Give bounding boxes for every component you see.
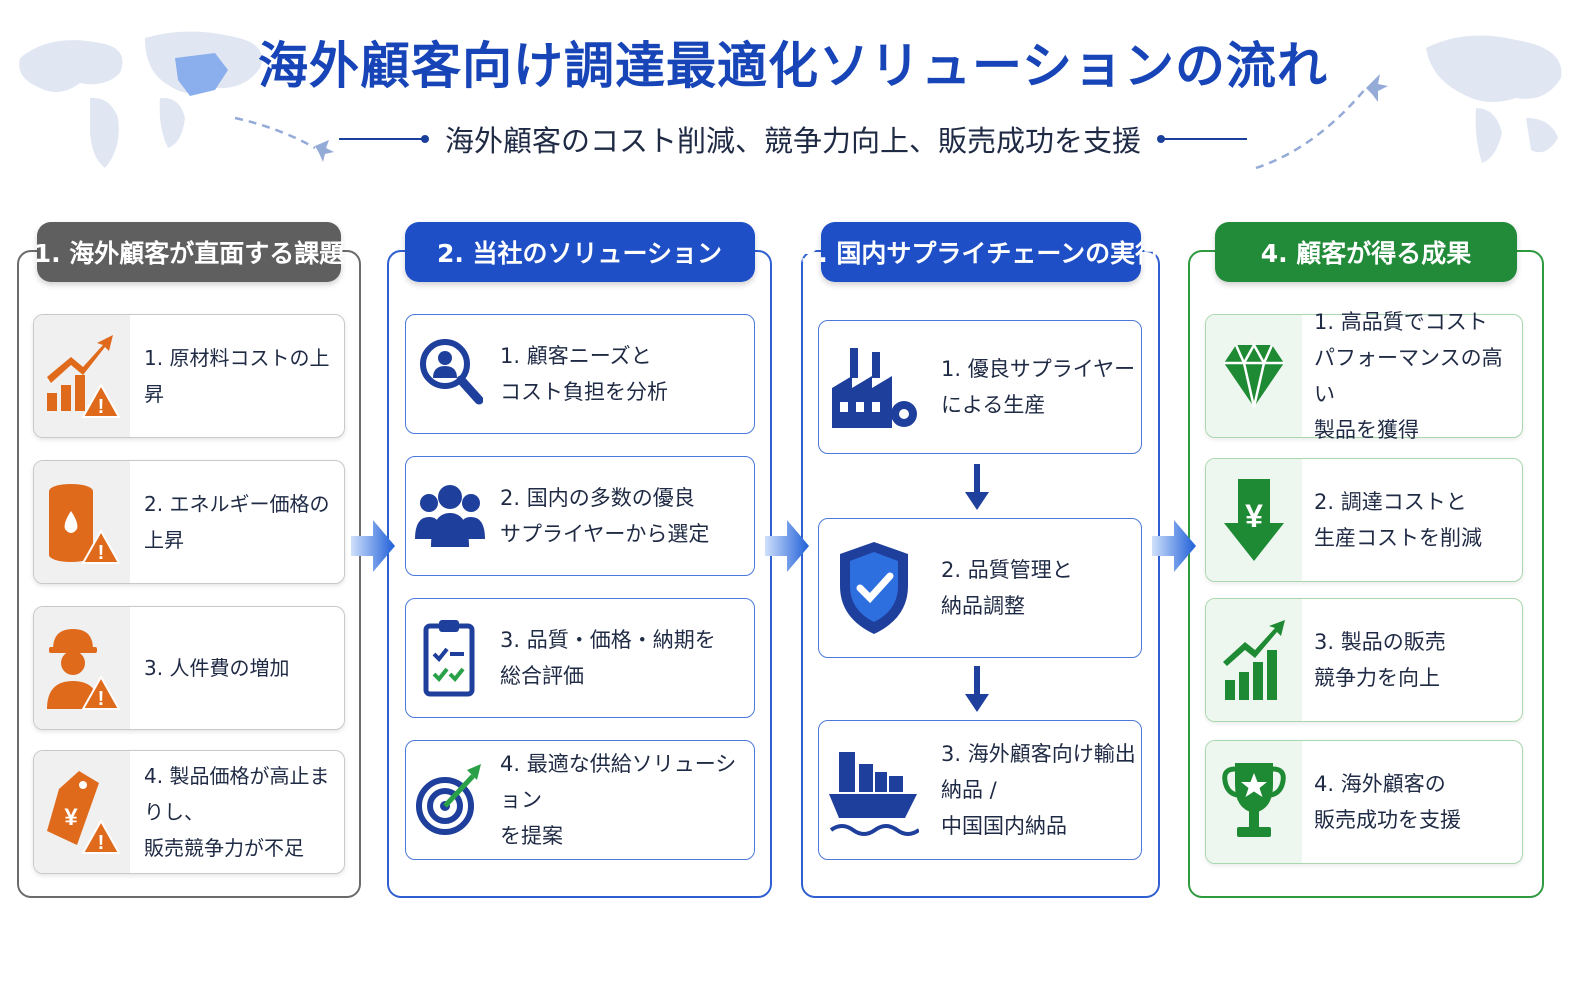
supply-chain-card: 1. 優良サプライヤー による生産: [818, 320, 1142, 454]
svg-text:¥: ¥: [1245, 498, 1263, 534]
oil-barrel-warning-icon: !: [34, 461, 130, 583]
world-map-left-icon: [19, 31, 334, 168]
solution-text: 2. 国内の多数の優良 サプライヤーから選定: [500, 486, 710, 546]
supply-chain-text: 2. 品質管理と 納品調整: [941, 558, 1073, 618]
supply-chain-card: 2. 品質管理と 納品調整: [818, 518, 1142, 658]
column-heading-challenges: 1. 海外顧客が直面する課題: [34, 222, 344, 282]
factory-gear-icon: [819, 321, 929, 453]
svg-text:!: !: [98, 542, 105, 564]
down-arrow-icon: [965, 666, 989, 712]
rising-cost-chart-warning-icon: !: [34, 315, 130, 437]
subtitle-divider-left: [338, 135, 429, 143]
challenge-card: ! 2. エネルギー価格の上昇: [33, 460, 345, 584]
flow-arrow-right-icon: [351, 520, 395, 572]
result-card: ¥ 2. 調達コストと 生産コストを削減: [1205, 458, 1523, 582]
diamond-icon: [1206, 315, 1302, 437]
result-card: 1. 高品質でコスト パフォーマンスの高い 製品を獲得: [1205, 310, 1523, 442]
worker-helmet-warning-icon: !: [34, 607, 130, 729]
flow-arrow-right-icon: [765, 520, 809, 572]
flow-arrow-right-icon: [1152, 520, 1196, 572]
supply-chain-card: 3. 海外顧客向け輸出納品 / 中国国内納品: [818, 720, 1142, 860]
yen-down-arrow-icon: ¥: [1206, 459, 1302, 581]
growth-chart-icon: [1206, 599, 1302, 721]
challenge-card: ¥ ! 4. 製品価格が高止まりし、 販売競争力が不足: [33, 750, 345, 874]
svg-text:!: !: [98, 832, 105, 854]
solution-card: 2. 国内の多数の優良 サプライヤーから選定: [405, 456, 755, 576]
column-heading-solution: 2. 当社のソリューション: [404, 222, 755, 282]
result-text: 4. 海外顧客の 販売成功を支援: [1314, 772, 1461, 832]
subtitle-row: 海外顧客のコスト削減、競争力向上、販売成功を支援: [0, 118, 1586, 160]
shield-check-icon: [819, 519, 929, 657]
page-title: 海外顧客向け調達最適化ソリューションの流れ: [258, 37, 1328, 95]
trophy-star-icon: [1206, 741, 1302, 863]
group-people-icon: [406, 457, 494, 575]
challenge-card: ! 1. 原材料コストの上昇: [33, 314, 345, 438]
subtitle-divider-right: [1157, 135, 1247, 143]
magnifier-person-icon: [406, 315, 494, 433]
svg-text:¥: ¥: [64, 804, 78, 831]
column-challenges: 1. 海外顧客が直面する課題 ! 1. 原材料コストの上昇 ! 2. エネルギー…: [17, 222, 361, 898]
solution-card: 1. 顧客ニーズと コスト負担を分析: [405, 314, 755, 434]
supply-chain-text: 3. 海外顧客向け輸出納品 / 中国国内納品: [941, 742, 1136, 838]
solution-text: 1. 顧客ニーズと コスト負担を分析: [500, 344, 668, 404]
challenge-card: ! 3. 人件費の増加: [33, 606, 345, 730]
target-arrow-icon: [406, 741, 494, 859]
result-text: 1. 高品質でコスト パフォーマンスの高い 製品を獲得: [1314, 310, 1503, 442]
page-subtitle: 海外顧客のコスト削減、競争力向上、販売成功を支援: [444, 124, 1141, 158]
column-solution: 2. 当社のソリューション 1. 顧客ニーズと コスト負担を分析 2. 国内の多…: [387, 222, 772, 898]
svg-text:!: !: [98, 396, 105, 418]
result-card: 3. 製品の販売 競争力を向上: [1205, 598, 1523, 722]
result-text: 3. 製品の販売 競争力を向上: [1314, 630, 1446, 690]
yen-price-tag-warning-icon: ¥ !: [34, 751, 130, 873]
down-arrow-icon: [965, 464, 989, 510]
svg-text:!: !: [98, 688, 105, 710]
challenge-text: 2. エネルギー価格の上昇: [144, 492, 330, 552]
result-card: 4. 海外顧客の 販売成功を支援: [1205, 740, 1523, 864]
checklist-clipboard-icon: [406, 599, 494, 717]
column-results: 4. 顧客が得る成果 1. 高品質でコスト パフォーマンスの高い 製品を獲得 ¥…: [1188, 222, 1544, 898]
challenge-text: 1. 原材料コストの上昇: [144, 346, 330, 406]
column-supply-chain: 3. 国内サプライチェーンの実行 1. 優良サプライヤー による生産 2. 品質…: [801, 222, 1160, 898]
column-heading-results: 4. 顧客が得る成果: [1215, 222, 1517, 282]
challenge-text: 4. 製品価格が高止まりし、 販売競争力が不足: [144, 764, 330, 860]
world-map-right-icon: [1255, 35, 1562, 170]
result-text: 2. 調達コストと 生産コストを削減: [1314, 490, 1482, 550]
column-heading-supply-chain: 3. 国内サプライチェーンの実行: [801, 222, 1160, 282]
solution-card: 4. 最適な供給ソリューション を提案: [405, 740, 755, 860]
solution-card: 3. 品質・価格・納期を 総合評価: [405, 598, 755, 718]
solution-text: 4. 最適な供給ソリューション を提案: [500, 752, 737, 848]
challenge-text: 3. 人件費の増加: [144, 656, 290, 680]
solution-text: 3. 品質・価格・納期を 総合評価: [500, 628, 716, 688]
supply-chain-text: 1. 優良サプライヤー による生産: [941, 357, 1136, 417]
cargo-ship-icon: [819, 721, 929, 859]
